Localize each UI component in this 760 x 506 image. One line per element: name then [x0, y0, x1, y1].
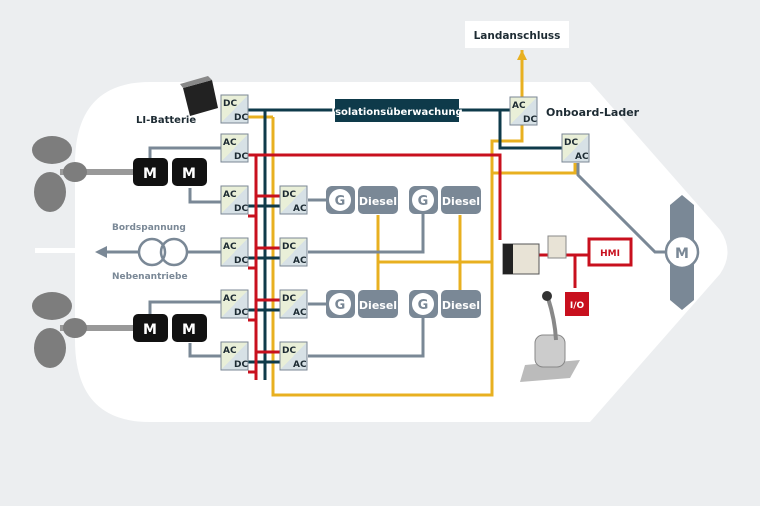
svg-text:DC: DC — [234, 204, 248, 214]
svg-text:Diesel: Diesel — [442, 195, 480, 208]
svg-text:G: G — [335, 194, 346, 209]
svg-text:AC: AC — [293, 256, 307, 266]
svg-text:DC: DC — [282, 346, 296, 356]
svg-text:Landanschluss: Landanschluss — [474, 30, 561, 42]
svg-text:AC: AC — [223, 190, 237, 200]
motor-top: M M — [133, 158, 207, 186]
propeller-icon — [32, 136, 87, 368]
transformer-icon — [137, 237, 189, 267]
svg-text:AC: AC — [223, 242, 237, 252]
svg-text:Onboard-Lader: Onboard-Lader — [546, 106, 640, 119]
svg-text:DC: DC — [523, 115, 537, 125]
svg-text:LI-Batterie: LI-Batterie — [136, 115, 196, 126]
svg-text:G: G — [418, 298, 429, 313]
battery-icon — [180, 76, 218, 116]
svg-text:DC: DC — [223, 99, 237, 109]
svg-text:DC: DC — [234, 152, 248, 162]
svg-text:M: M — [675, 246, 689, 262]
generator-diesel: G Diesel G Diesel G Diesel G Diesel — [326, 186, 481, 318]
svg-text:DC: DC — [282, 190, 296, 200]
converter-battery: DC DC — [220, 94, 249, 124]
svg-text:M: M — [182, 322, 196, 338]
svg-text:DC: DC — [234, 113, 248, 123]
shore-connection — [465, 21, 569, 48]
insulation-monitor — [335, 99, 459, 122]
svg-text:M: M — [143, 322, 157, 338]
svg-text:AC: AC — [575, 152, 589, 162]
svg-text:AC: AC — [512, 101, 526, 111]
onboard-charger-converter: AC DC — [509, 96, 538, 126]
svg-text:G: G — [335, 298, 346, 313]
svg-text:DC: DC — [564, 138, 578, 148]
svg-text:DC: DC — [282, 294, 296, 304]
svg-text:AC: AC — [293, 204, 307, 214]
svg-text:AC: AC — [293, 360, 307, 370]
svg-text:Bordspannung: Bordspannung — [112, 223, 186, 233]
svg-text:Isolationsüberwachung: Isolationsüberwachung — [331, 107, 462, 118]
hmi-box — [587, 237, 633, 267]
svg-text:DC: DC — [282, 242, 296, 252]
svg-text:DC: DC — [234, 308, 248, 318]
motor-bottom: M M — [133, 314, 207, 342]
svg-text:AC: AC — [223, 346, 237, 356]
svg-text:M: M — [182, 166, 196, 182]
svg-text:DC: DC — [234, 256, 248, 266]
svg-text:Nebenantriebe: Nebenantriebe — [112, 272, 188, 282]
svg-text:Diesel: Diesel — [359, 299, 397, 312]
throttle-lever-icon — [520, 291, 580, 382]
svg-text:HMI: HMI — [600, 249, 620, 259]
svg-text:AC: AC — [223, 138, 237, 148]
svg-text:DC: DC — [234, 360, 248, 370]
svg-text:I/O: I/O — [570, 301, 585, 311]
svg-text:G: G — [418, 194, 429, 209]
svg-text:M: M — [143, 166, 157, 182]
svg-text:Diesel: Diesel — [359, 195, 397, 208]
svg-text:AC: AC — [293, 308, 307, 318]
svg-text:AC: AC — [223, 294, 237, 304]
svg-text:Diesel: Diesel — [442, 299, 480, 312]
io-box — [565, 292, 589, 316]
plc-icon — [502, 235, 567, 275]
